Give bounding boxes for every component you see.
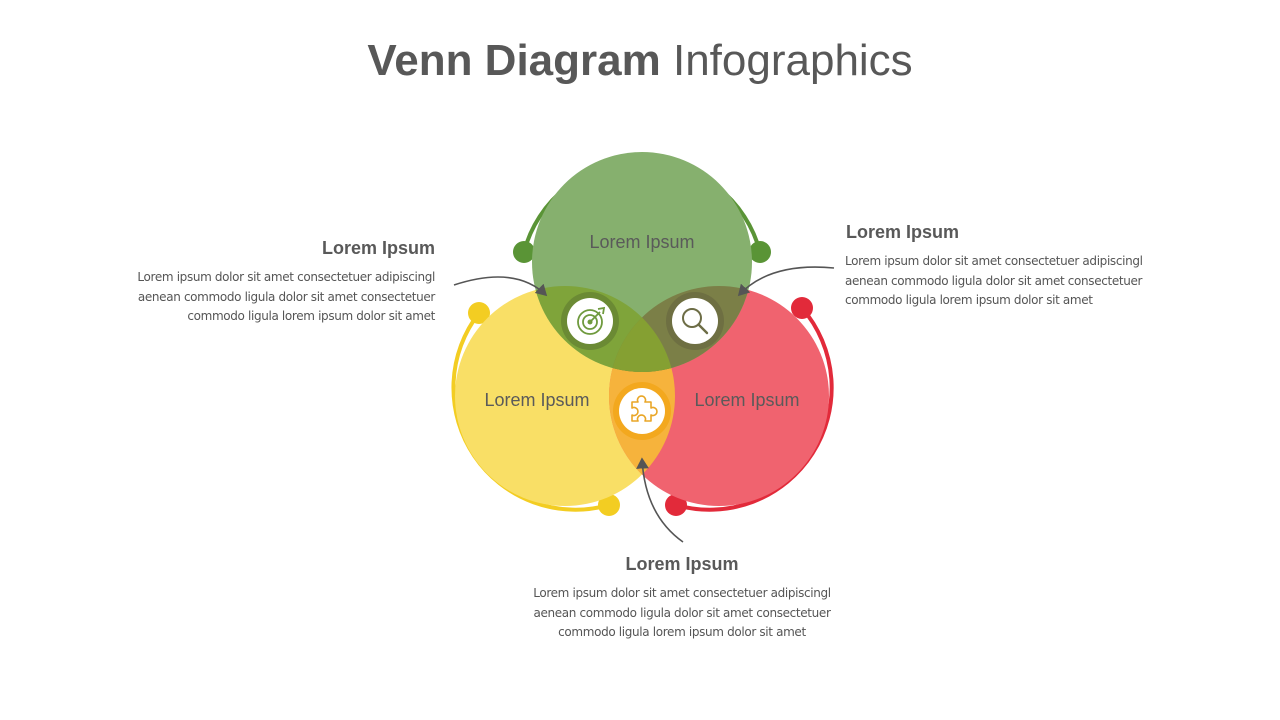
red-arc-dot-top [791, 297, 813, 319]
left-callout-arrow [453, 276, 548, 297]
left-callout: Lorem Ipsum Lorem ipsum dolor sit amet c… [135, 238, 435, 327]
bottom-callout: Lorem Ipsum Lorem ipsum dolor sit amet c… [532, 554, 832, 643]
red-circle-label: Lorem Ipsum [694, 390, 799, 410]
title-light: Infographics [672, 36, 913, 85]
yellow-arc-dot-bottom [598, 494, 620, 516]
red-arc-dot-bottom [665, 494, 687, 516]
bottom-callout-line-1: Lorem ipsum dolor sit amet consectetuer … [533, 586, 831, 600]
left-callout-heading: Lorem Ipsum [321, 238, 435, 258]
right-callout-line-1: Lorem ipsum dolor sit amet consectetuer … [845, 254, 1143, 268]
right-callout-heading: Lorem Ipsum [846, 222, 960, 242]
yellow-arc-dot-top [468, 302, 490, 324]
magnifier-icon [666, 292, 724, 350]
right-callout: Lorem Ipsum Lorem ipsum dolor sit amet c… [845, 222, 1145, 311]
right-callout-line-2: aenean commodo ligula dolor sit amet con… [845, 273, 1143, 288]
bottom-callout-heading: Lorem Ipsum [625, 554, 739, 574]
right-callout-line-3: commodo ligula lorem ipsum dolor sit ame… [845, 293, 1093, 307]
green-circle-label: Lorem Ipsum [589, 232, 694, 252]
green-arc-dot-right [749, 241, 771, 263]
right-callout-arrow [737, 266, 835, 297]
title-bold: Venn Diagram [367, 36, 661, 85]
puzzle-icon [613, 382, 671, 440]
target-icon [561, 292, 619, 350]
yellow-circle-label: Lorem Ipsum [484, 390, 589, 410]
green-arc-dot-left [513, 241, 535, 263]
left-callout-text: Lorem ipsum dolor sit amet consectetuer … [135, 268, 435, 327]
bottom-callout-arrow [636, 457, 684, 543]
page-title: Venn Diagram Infographics [0, 36, 1280, 86]
left-callout-line-2: aenean commodo ligula dolor sit amet con… [137, 289, 435, 304]
bottom-callout-text: Lorem ipsum dolor sit amet consectetuer … [532, 584, 832, 643]
bottom-callout-line-3: commodo ligula lorem ipsum dolor sit ame… [558, 625, 806, 639]
bottom-callout-line-2: aenean commodo ligula dolor sit amet con… [533, 605, 831, 620]
left-callout-line-1: Lorem ipsum dolor sit amet consectetuer … [137, 270, 435, 284]
left-callout-line-3: commodo ligula lorem ipsum dolor sit ame… [187, 309, 435, 323]
right-callout-text: Lorem ipsum dolor sit amet consectetuer … [845, 252, 1145, 311]
